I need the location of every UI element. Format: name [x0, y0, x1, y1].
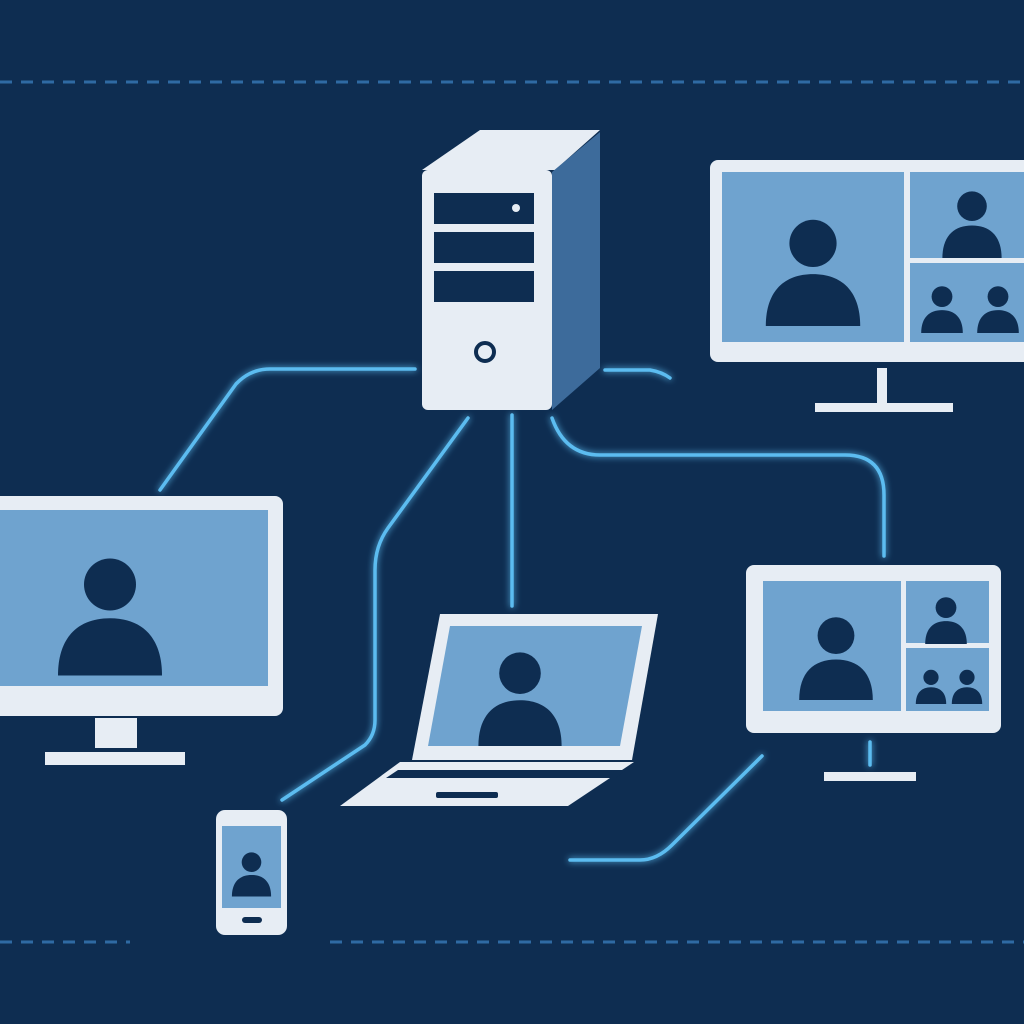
desktop-monitor-icon	[710, 160, 1024, 412]
server-status-led	[512, 204, 520, 212]
connection-bottom-right	[568, 754, 764, 862]
server-drive-bay-3	[434, 271, 534, 302]
server-power-button-icon	[474, 341, 496, 363]
desktop-monitor-icon	[746, 565, 1001, 781]
smartphone-icon	[216, 810, 287, 935]
phone-home-button	[242, 917, 262, 923]
monitor-base	[815, 403, 953, 412]
connection-server-left-monitor	[158, 367, 417, 492]
monitor-base	[45, 752, 185, 765]
monitor-neck	[95, 718, 137, 748]
server-tower-icon	[422, 130, 600, 410]
monitor-base	[824, 772, 916, 781]
server-side-face	[552, 132, 600, 410]
monitor-neck	[877, 368, 887, 406]
connection-server-phone	[280, 416, 470, 802]
connection-lines	[158, 367, 886, 862]
server-drive-bay-2	[434, 232, 534, 263]
desktop-monitor-icon	[0, 496, 283, 765]
laptop-icon	[340, 614, 658, 806]
laptop-trackpad	[436, 792, 498, 798]
server-top-face	[422, 130, 600, 170]
laptop-keyboard-row	[386, 770, 626, 778]
connection-server-right-monitor	[550, 416, 886, 558]
connection-server-top-right-monitor	[603, 368, 672, 380]
